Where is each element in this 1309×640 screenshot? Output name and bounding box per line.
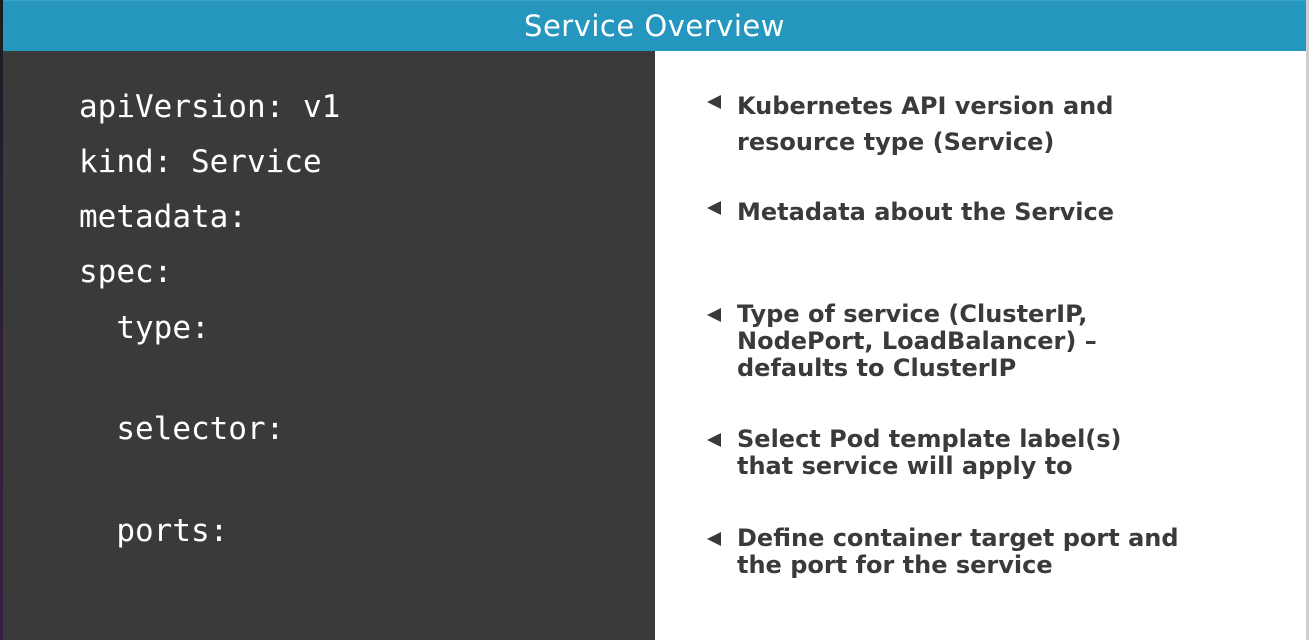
code-line-kind: kind: Service xyxy=(79,144,322,180)
note-text: Type of service (ClusterIP, NodePort, Lo… xyxy=(737,300,1097,382)
note-ports: Define container target port and the por… xyxy=(707,525,1267,579)
left-triangle-icon xyxy=(707,95,721,109)
note-selector: Select Pod template label(s) that servic… xyxy=(707,426,1267,480)
left-edge-strip xyxy=(0,0,3,640)
note-text: Define container target port and the por… xyxy=(737,524,1179,579)
code-line-selector: selector: xyxy=(79,411,285,447)
right-edge-strip xyxy=(1306,0,1309,640)
yaml-code-panel: apiVersion: v1 kind: Service metadata: s… xyxy=(3,51,655,640)
slide-title: Service Overview xyxy=(524,9,785,43)
note-text: Kubernetes API version and resource type… xyxy=(737,92,1114,156)
note-metadata: Metadata about the Service xyxy=(707,194,1267,230)
code-line-ports: ports: xyxy=(79,513,229,549)
code-line-spec: spec: xyxy=(79,254,173,290)
code-line-type: type: xyxy=(79,310,210,346)
left-triangle-icon xyxy=(707,201,721,215)
code-line-api-version: apiVersion: v1 xyxy=(79,89,341,125)
left-triangle-icon xyxy=(707,308,721,322)
note-text: Metadata about the Service xyxy=(737,198,1114,226)
left-triangle-icon xyxy=(707,433,721,447)
code-line-metadata: metadata: xyxy=(79,199,247,235)
note-type: Type of service (ClusterIP, NodePort, Lo… xyxy=(707,301,1267,382)
note-text: Select Pod template label(s) that servic… xyxy=(737,425,1122,480)
title-bar: Service Overview xyxy=(3,0,1306,51)
left-triangle-icon xyxy=(707,532,721,546)
annotation-panel: Kubernetes API version and resource type… xyxy=(655,51,1306,640)
note-api-version: Kubernetes API version and resource type… xyxy=(707,88,1267,160)
